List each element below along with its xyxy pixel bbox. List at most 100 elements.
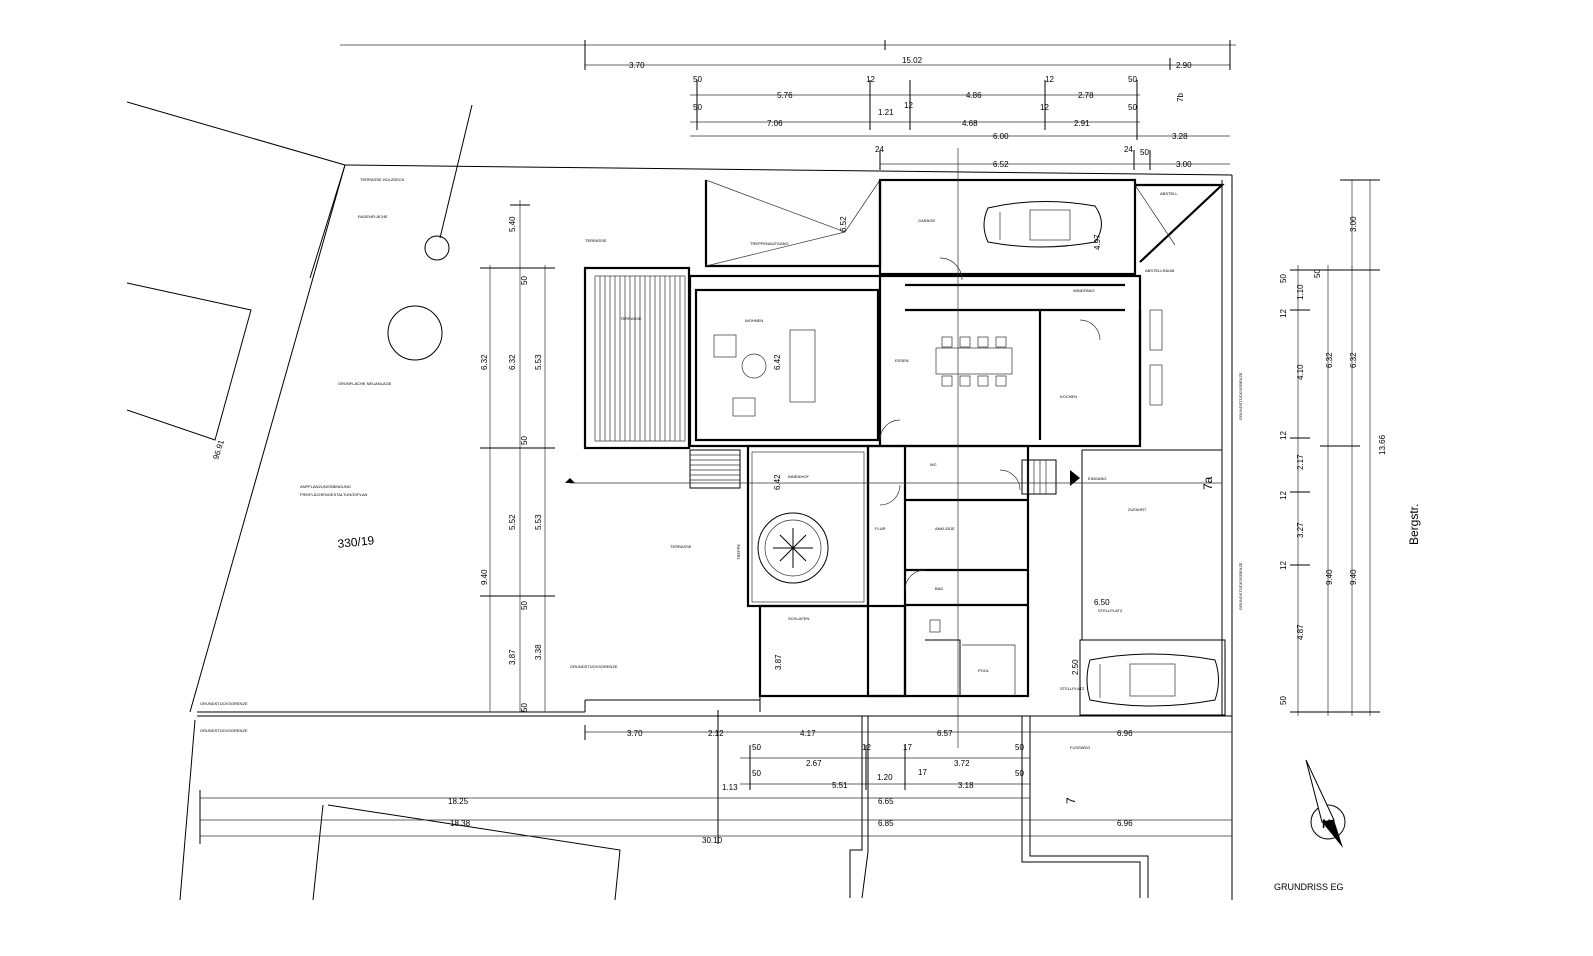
note-boundary-right-1: GRUNDSTÜCKSGRENZE — [1238, 372, 1243, 420]
dim-top-3c: 12 — [904, 101, 913, 110]
dim-right-2i: 12 — [1279, 561, 1288, 570]
deck-boards — [599, 276, 681, 441]
dim-top-1a: 3.70 — [629, 61, 645, 70]
dim-bottom-1c: 4.17 — [800, 729, 816, 738]
dim-left-3c: 3.38 — [534, 644, 543, 660]
dim-left-2b: 5.52 — [508, 514, 517, 530]
dim-top-3a: 50 — [693, 103, 702, 112]
dim-top-6b: 6.52 — [993, 160, 1009, 169]
dim-top-6a: 24 — [875, 145, 884, 154]
note-stair: TREPPE — [736, 544, 741, 560]
room-entrance: WINDFANG — [1073, 288, 1095, 293]
dim-bottom-3a: 2.67 — [806, 759, 822, 768]
car-parking — [1086, 653, 1219, 707]
room-terrace-upper: TERRASSE — [585, 238, 607, 243]
note-plot-1: ANPFLANZUNGSBINDUNG — [300, 484, 351, 489]
dim-bottom-1d: 6.57 — [937, 729, 953, 738]
dim-bottom-1a: 3.70 — [627, 729, 643, 738]
dim-inner-e: 3.87 — [774, 654, 783, 670]
note-boundary-right-2: GRUNDSTÜCKSGRENZE — [1238, 562, 1243, 610]
dim-right-1a: 3.00 — [1349, 216, 1358, 232]
top-dimension-chains — [340, 40, 1236, 170]
room-entry: EINGANG — [1088, 476, 1106, 481]
dim-bottom-2d: 50 — [1015, 743, 1024, 752]
dim-inner-f: 2.50 — [1071, 659, 1080, 675]
left-dimension-labels: 5.40 50 6.32 50 9.40 50 6.32 5.52 3.87 5… — [480, 216, 543, 712]
dim-right-2k: 50 — [1279, 696, 1288, 705]
dim-top-4b: 4.68 — [962, 119, 978, 128]
right-dimension-labels: 3.00 13.66 50 1.10 12 4.10 12 2.17 12 3.… — [1201, 216, 1421, 705]
room-court: INNENHOF — [788, 474, 809, 479]
dim-top-1b: 15.02 — [902, 56, 923, 65]
dim-bottom-5a: 18.25 — [448, 797, 469, 806]
dim-inner-c: 6.52 — [839, 216, 848, 232]
dim-right-4a: 6.32 — [1349, 352, 1358, 368]
dim-bottom-4c: 5.51 — [832, 781, 848, 790]
building-walls — [583, 178, 1226, 716]
room-pool: POOL — [978, 668, 990, 673]
dim-inner-h: 96.91 — [211, 438, 226, 460]
dim-bottom-2b: 12 — [862, 743, 871, 752]
dim-right-2a: 50 — [1279, 274, 1288, 283]
room-terrace-lower: TERRASSE — [670, 544, 692, 549]
car-garage — [983, 200, 1102, 248]
dim-inner-d: 6.50 — [1094, 598, 1110, 607]
bottom-dimension-chains — [199, 710, 1232, 899]
dim-top-4a: 7.06 — [767, 119, 783, 128]
room-labels: TERRASSE HOLZDECK RASENFLÄCHE GRÜNFLÄCHE… — [200, 177, 1243, 750]
dim-top-2a: 50 — [693, 75, 702, 84]
dim-right-2c: 12 — [1279, 309, 1288, 318]
dim-right-2e: 12 — [1279, 431, 1288, 440]
left-dimension-chains — [480, 200, 555, 712]
dim-inner-a: 6.42 — [773, 354, 782, 370]
room-storage: ABSTELL — [1160, 191, 1178, 196]
dim-bottom-4g: 50 — [1015, 769, 1024, 778]
plot-boundaries — [126, 101, 1233, 901]
section-lines — [565, 148, 1222, 748]
axis-label-7b: 7b — [1176, 93, 1185, 102]
dim-bottom-4d: 1.20 — [877, 773, 893, 782]
dim-right-2g: 12 — [1279, 491, 1288, 500]
axis-label-7: 7 — [1064, 797, 1078, 804]
dim-right-3b: 6.32 — [1325, 352, 1334, 368]
room-deck: TERRASSE — [620, 316, 642, 321]
dim-bottom-3b: 3.72 — [954, 759, 970, 768]
dim-top-2d: 4.86 — [966, 91, 982, 100]
dim-top-3b: 1.21 — [878, 108, 894, 117]
dim-left-1a: 5.40 — [508, 216, 517, 232]
dim-top-5a: 6.00 — [993, 132, 1009, 141]
dim-bottom-5b: 6.65 — [878, 797, 894, 806]
room-stair: TREPPENAUFGANG — [750, 241, 789, 246]
bottom-dimension-labels: 3.70 2.12 4.17 6.57 6.96 50 12 17 50 2.6… — [448, 729, 1133, 845]
dim-top-2f: 2.78 — [1078, 91, 1094, 100]
north-label: N — [1322, 817, 1331, 831]
dim-bottom-2a: 50 — [752, 743, 761, 752]
room-wc: WC — [930, 462, 937, 467]
dim-bottom-1e: 6.96 — [1117, 729, 1133, 738]
dim-left-1d: 50 — [520, 436, 529, 445]
note-lawn: RASENFLÄCHE — [358, 214, 388, 219]
dim-right-2h: 3.27 — [1296, 522, 1305, 538]
dim-right-2f: 2.17 — [1296, 454, 1305, 470]
dim-left-1b: 50 — [520, 276, 529, 285]
room-living: WOHNEN — [745, 318, 763, 323]
room-storage-2: ABSTELLRAUM — [1145, 268, 1174, 273]
dim-left-1c: 6.32 — [480, 354, 489, 370]
street-name-label: Bergstr. — [1407, 504, 1421, 545]
right-dimension-chains — [1290, 179, 1380, 716]
dim-left-1f: 50 — [520, 703, 529, 712]
dim-right-1b: 13.66 — [1378, 434, 1387, 455]
dim-top-3d: 12 — [1040, 103, 1049, 112]
room-hall: FLUR — [875, 526, 886, 531]
note-boundary-left: GRUNDSTÜCKSGRENZE — [570, 664, 618, 669]
note-grass: GRÜNFLÄCHE NEUANLAGE — [338, 381, 392, 386]
dim-left-1e: 9.40 — [480, 569, 489, 585]
dim-right-4b: 9.40 — [1349, 569, 1358, 585]
room-parking: STELLPLATZ — [1098, 608, 1123, 613]
plot-number: 330/19 — [337, 533, 375, 551]
note-terrace-upper: TERRASSE HOLZDECK — [360, 177, 405, 182]
dim-right-2b: 1.10 — [1296, 284, 1305, 300]
dim-bottom-1b: 2.12 — [708, 729, 724, 738]
dim-bottom-4e: 17 — [918, 768, 927, 777]
north-arrow-icon: N — [1305, 759, 1346, 848]
